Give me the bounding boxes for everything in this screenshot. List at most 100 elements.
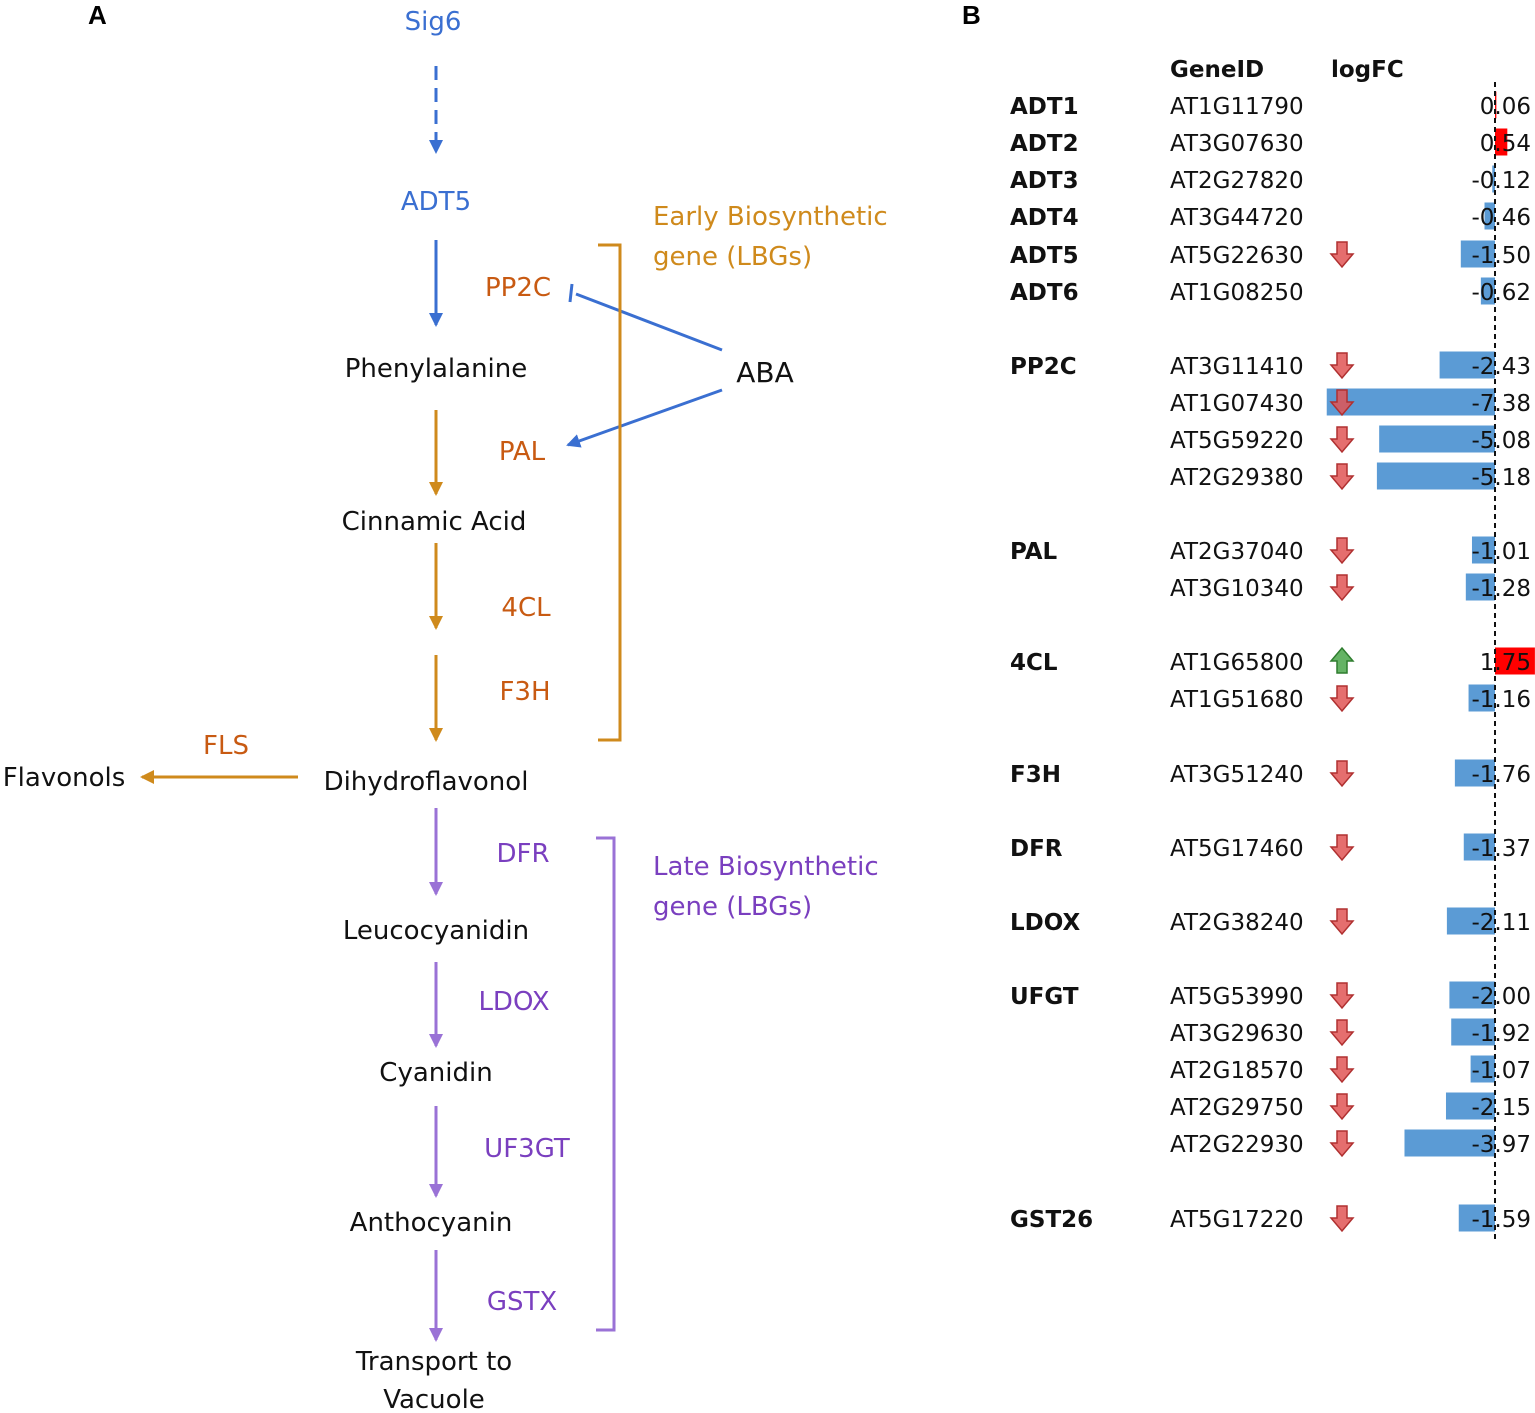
- enzyme-gstx: GSTX: [487, 1287, 557, 1317]
- inhibition-aba-pp2c: [575, 292, 723, 352]
- gene-id: AT2G37040: [1170, 539, 1304, 565]
- gene-id: AT2G38240: [1170, 910, 1304, 936]
- logfc-bar: [1379, 425, 1495, 453]
- logfc-bar: [1404, 1129, 1495, 1157]
- logfc-value: -1.59: [1471, 1207, 1531, 1233]
- early-bracket: [598, 243, 622, 742]
- logfc-value: -0.62: [1471, 280, 1531, 306]
- panel-b-label: B: [962, 0, 981, 30]
- gene-name: LDOX: [1010, 910, 1080, 936]
- arrow-down-icon: [1329, 241, 1355, 269]
- gene-id: AT5G17220: [1170, 1207, 1304, 1233]
- logfc-bar: [1446, 907, 1495, 935]
- logfc-bar: [1454, 759, 1495, 787]
- enzyme-pal: PAL: [499, 437, 546, 467]
- gene-id: AT5G22630: [1170, 243, 1304, 269]
- gene-name: DFR: [1010, 836, 1063, 862]
- gene-name: ADT1: [1010, 94, 1079, 120]
- gene-name: ADT5: [1010, 243, 1079, 269]
- logfc-value: -2.11: [1471, 910, 1531, 936]
- gene-name: UFGT: [1010, 984, 1079, 1010]
- gene-name: ADT2: [1010, 131, 1079, 157]
- pathway-diagram: Sig6 ADT5 PP2C Phenylalanine ABA PAL Cin…: [3, 7, 888, 1413]
- enzyme-4cl: 4CL: [501, 593, 551, 623]
- arrow-down-icon: [1329, 1019, 1355, 1047]
- logfc-bar: [1449, 981, 1495, 1009]
- logfc-bar: [1468, 684, 1495, 712]
- arrow-down-icon: [1329, 1205, 1355, 1233]
- panel-a-label: A: [88, 0, 107, 30]
- logfc-value: -0.46: [1471, 205, 1531, 231]
- logfc-value: -1.50: [1471, 243, 1531, 269]
- late-bracket: [596, 836, 616, 1332]
- logfc-value: 0.06: [1480, 94, 1531, 120]
- gene-name: ADT4: [1010, 205, 1079, 231]
- inhibition-bar: [568, 283, 574, 303]
- logfc-value: -2.00: [1471, 984, 1531, 1010]
- logfc-bar: [1492, 165, 1495, 193]
- arrow-down-icon: [1329, 982, 1355, 1010]
- bars-layer: [1326, 91, 1535, 1232]
- node-anthocyanin: Anthocyanin: [350, 1208, 513, 1238]
- logfc-bar: [1439, 351, 1495, 379]
- enzyme-f3h: F3H: [499, 677, 550, 707]
- arrow-down-icon: [1329, 685, 1355, 713]
- arrow-down-icon: [1329, 834, 1355, 862]
- header-geneid: GeneID: [1170, 57, 1264, 83]
- node-leucocyanidin: Leucocyanidin: [343, 916, 529, 946]
- gene-name: F3H: [1010, 762, 1061, 788]
- gene-id: AT1G65800: [1170, 650, 1304, 676]
- arrow-down-icon: [1329, 1130, 1355, 1158]
- gene-id: AT3G11410: [1170, 354, 1304, 380]
- logfc-value: 1.75: [1480, 650, 1531, 676]
- arrow-down-icon: [1329, 1056, 1355, 1084]
- enzyme-fls: FLS: [203, 731, 249, 761]
- node-aba: ABA: [736, 356, 794, 389]
- logfc-bar: [1480, 277, 1495, 305]
- arrow-down-icon: [1329, 574, 1355, 602]
- logfc-bar: [1451, 1018, 1495, 1046]
- gene-name: GST26: [1010, 1207, 1093, 1233]
- gene-id: AT1G08250: [1170, 280, 1304, 306]
- gene-id: AT2G27820: [1170, 168, 1304, 194]
- late-label-line1: Late Biosynthetic: [653, 852, 879, 882]
- node-sig6: Sig6: [405, 7, 462, 37]
- arrow-down-icon: [1329, 760, 1355, 788]
- gene-id: AT1G51680: [1170, 687, 1304, 713]
- logfc-bar: [1376, 462, 1495, 490]
- gene-name: ADT3: [1010, 168, 1079, 194]
- early-label-line1: Early Biosynthetic: [653, 202, 888, 232]
- gene-name: PAL: [1010, 539, 1058, 565]
- gene-id: AT1G07430: [1170, 391, 1304, 417]
- logfc-bar: [1471, 536, 1495, 564]
- logfc-value: 0.54: [1480, 131, 1531, 157]
- logfc-value: -5.18: [1471, 465, 1531, 491]
- gene-id: AT3G07630: [1170, 131, 1304, 157]
- gene-id: AT2G29750: [1170, 1095, 1304, 1121]
- logfc-bar: [1495, 647, 1535, 675]
- logfc-value: -3.97: [1471, 1132, 1531, 1158]
- gene-id: AT2G22930: [1170, 1132, 1304, 1158]
- arrow-aba-pal: [566, 388, 723, 448]
- gene-id: AT3G10340: [1170, 576, 1304, 602]
- arrow-down-icon: [1329, 537, 1355, 565]
- logfc-bar: [1465, 573, 1495, 601]
- gene-id: AT5G59220: [1170, 428, 1304, 454]
- gene-id: AT2G29380: [1170, 465, 1304, 491]
- late-label-line2: gene (LBGs): [653, 892, 812, 922]
- logfc-value: -2.43: [1471, 354, 1531, 380]
- node-adt5: ADT5: [401, 187, 471, 217]
- arrow-down-icon: [1329, 352, 1355, 380]
- logfc-bar: [1470, 1055, 1495, 1083]
- node-cinnamic-acid: Cinnamic Acid: [342, 507, 527, 537]
- gene-id: AT3G29630: [1170, 1021, 1304, 1047]
- logfc-value: -1.01: [1471, 539, 1531, 565]
- logfc-value: -5.08: [1471, 428, 1531, 454]
- enzyme-dfr: DFR: [496, 839, 549, 869]
- gene-name: PP2C: [1010, 354, 1077, 380]
- node-transport-line1: Transport to: [355, 1347, 512, 1377]
- logfc-value: -7.38: [1471, 391, 1531, 417]
